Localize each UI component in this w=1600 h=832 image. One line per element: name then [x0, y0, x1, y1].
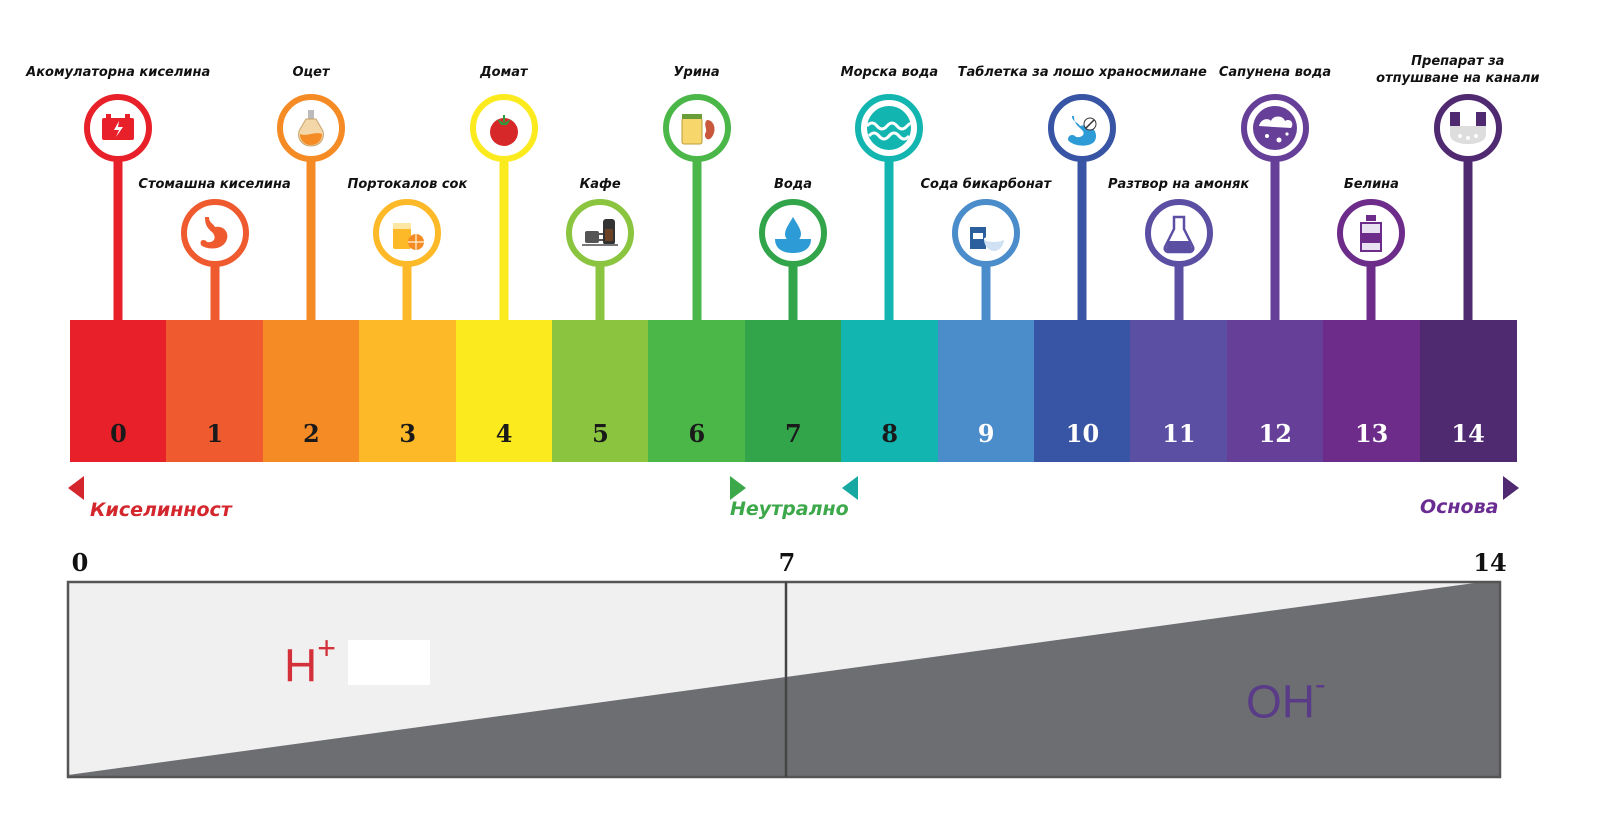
- substance-label: Урина: [673, 65, 720, 80]
- acidity-arrow-right-head: [730, 476, 746, 500]
- base-label: Основа: [1420, 496, 1499, 518]
- ph-cell-1: 1: [166, 320, 264, 462]
- marker-badge: [469, 94, 538, 162]
- marker-stem: [1463, 160, 1473, 320]
- ph-cell-14: 14: [1419, 320, 1517, 462]
- marker-stem: [1174, 265, 1184, 320]
- substance-label: Домат: [480, 65, 528, 80]
- ph-number: 5: [592, 419, 609, 448]
- marker-badge: [373, 199, 442, 267]
- marker-stem: [1270, 160, 1280, 320]
- marker-badge: [84, 94, 153, 162]
- neutral-label: Неутрално: [730, 498, 849, 520]
- marker-stem: [692, 160, 702, 320]
- substance-label: Препарат за отпушване на канали: [1376, 54, 1540, 86]
- ph-cell-8: 8: [841, 320, 939, 462]
- marker-stem: [595, 265, 605, 320]
- ph-number: 1: [206, 419, 224, 448]
- marker-badge: [566, 199, 635, 267]
- ph-number: 0: [110, 419, 127, 448]
- marker-stem: [113, 160, 123, 320]
- marker-badge: [1337, 199, 1406, 267]
- ph-cell-13: 13: [1323, 320, 1421, 462]
- substance-label: Стомашна киселина: [138, 177, 291, 192]
- concentration-box-frame: [66, 580, 1502, 779]
- ph-number: 10: [1065, 419, 1100, 448]
- substance-label: Вода: [773, 177, 813, 192]
- marker-stem: [210, 265, 220, 320]
- marker-badge: [277, 94, 345, 162]
- ph-number: 3: [399, 419, 417, 448]
- marker-stem: [788, 265, 798, 320]
- ph-number: 13: [1354, 419, 1389, 448]
- marker-badge: [855, 94, 924, 162]
- ph-number: 9: [977, 419, 995, 448]
- marker-stem: [499, 160, 509, 320]
- substance-label: Сода бикарбонат: [920, 177, 1052, 192]
- substance-label: Таблетка за лошо храносмилане: [957, 65, 1207, 80]
- h-ion-symbol: H: [284, 639, 318, 692]
- ph-cell-9: 9: [937, 320, 1035, 462]
- oh-ion-label: OH-: [1246, 666, 1326, 728]
- marker-badge: [1048, 94, 1117, 162]
- ph-cell-11: 11: [1130, 320, 1228, 462]
- substance-label: Морска вода: [840, 65, 939, 80]
- substance-label: Акомулаторна киселина: [26, 65, 211, 80]
- label-blank-patch: [348, 640, 430, 685]
- ph-cell-12: 12: [1226, 320, 1324, 462]
- base-arrow-left-head: [842, 476, 858, 500]
- substance-label: Портокалов сок: [347, 177, 468, 192]
- marker-badge: [951, 199, 1020, 267]
- acidity-arrow-left-head: [68, 476, 84, 500]
- oh-ion-symbol: OH: [1246, 675, 1315, 728]
- marker-badge: [662, 94, 731, 162]
- substance-label: Сапунена вода: [1218, 65, 1332, 80]
- substance-label: Кафе: [579, 177, 621, 192]
- ph-number: 12: [1258, 419, 1292, 448]
- substance-label: Разтвор на амоняк: [1108, 177, 1250, 192]
- acidity-label: Киселинност: [90, 499, 232, 521]
- ph-number: 8: [881, 419, 899, 448]
- marker-badge: [759, 199, 827, 267]
- ph-number: 6: [688, 419, 706, 448]
- ph-cell-2: 2: [262, 320, 360, 462]
- ph-cell-5: 5: [552, 320, 649, 462]
- substance-label: Белина: [1343, 177, 1399, 192]
- ph-cell-6: 6: [648, 320, 746, 462]
- ph-cell-4: 4: [455, 320, 553, 462]
- marker-stem: [1077, 160, 1087, 320]
- tick-7: 7: [778, 548, 796, 577]
- ph-cell-7: 7: [744, 320, 842, 462]
- ph-cell-10: 10: [1034, 320, 1131, 462]
- base-arrow-right-head: [1503, 476, 1519, 500]
- marker-stem: [306, 160, 316, 320]
- marker-badge: [1144, 199, 1213, 267]
- oh-ion-charge: -: [1315, 666, 1326, 702]
- h-ion-label: H+: [284, 630, 336, 692]
- tick-0: 0: [71, 548, 89, 577]
- marker-badge: [180, 199, 249, 267]
- oh-ion-region: [68, 582, 1500, 777]
- marker-stem: [884, 160, 894, 320]
- marker-stem: [1366, 265, 1376, 320]
- ph-cell-3: 3: [359, 320, 457, 462]
- marker-stem: [981, 265, 991, 320]
- ph-number: 7: [784, 419, 802, 448]
- marker-badge: [1433, 94, 1502, 162]
- ph-number: 14: [1451, 419, 1485, 448]
- ph-number: 4: [495, 419, 513, 448]
- ph-cell-0: 0: [70, 320, 167, 462]
- marker-stem: [402, 265, 412, 320]
- h-ion-charge: +: [317, 630, 336, 666]
- ph-number: 2: [302, 419, 320, 448]
- ph-number: 11: [1162, 419, 1196, 448]
- marker-badge: [1241, 94, 1309, 162]
- tick-14: 14: [1473, 548, 1507, 577]
- substance-label: Оцет: [292, 65, 330, 80]
